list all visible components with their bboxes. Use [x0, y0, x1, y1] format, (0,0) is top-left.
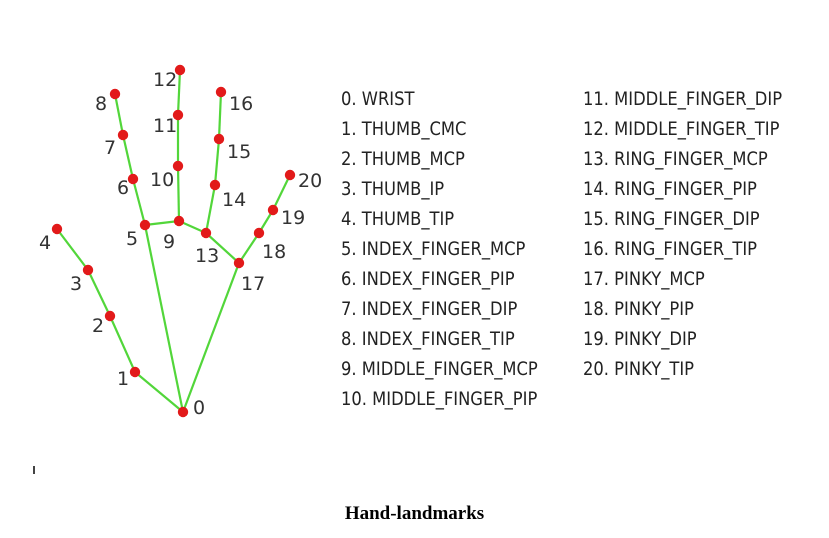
legend-item-20: 20. PINKY_TIP	[583, 358, 695, 380]
edge-17-18	[238, 232, 260, 264]
landmark-point-10	[172, 160, 184, 172]
landmark-point-15	[213, 133, 225, 145]
legend-item-3: 3. THUMB_IP	[341, 178, 445, 200]
edge-3-4	[56, 228, 89, 271]
edge-13-17	[205, 232, 240, 264]
legend-item-11: 11. MIDDLE_FINGER_DIP	[583, 88, 783, 110]
landmark-number-19: 19	[281, 207, 305, 229]
landmark-point-17	[233, 257, 245, 269]
edge-5-6	[131, 178, 147, 226]
skeleton-edges	[56, 69, 291, 413]
legend-item-6: 6. INDEX_FINGER_PIP	[341, 268, 515, 290]
edge-2-3	[87, 269, 111, 317]
edge-1-2	[108, 315, 137, 373]
landmark-point-0	[177, 406, 189, 418]
landmark-number-1: 1	[117, 368, 129, 390]
legend-item-16: 16. RING_FINGER_TIP	[583, 238, 758, 260]
landmark-number-8: 8	[95, 93, 107, 115]
landmark-number-5: 5	[126, 228, 138, 250]
landmark-point-19	[267, 204, 279, 216]
legend-item-2: 2. THUMB_MCP	[341, 148, 465, 170]
landmark-number-4: 4	[39, 232, 51, 254]
legend-item-8: 8. INDEX_FINGER_TIP	[341, 328, 515, 350]
landmark-number-20: 20	[298, 170, 322, 192]
landmark-point-4	[51, 223, 63, 235]
landmark-number-18: 18	[262, 241, 286, 263]
legend-item-4: 4. THUMB_TIP	[341, 208, 455, 230]
legend-item-17: 17. PINKY_MCP	[583, 268, 705, 290]
landmark-points	[51, 64, 296, 418]
legend-item-19: 19. PINKY_DIP	[583, 328, 697, 350]
landmark-number-7: 7	[104, 137, 116, 159]
edge-14-15	[213, 138, 221, 186]
landmark-number-13: 13	[195, 245, 219, 267]
stray-mark	[33, 466, 35, 474]
landmark-number-14: 14	[222, 189, 246, 211]
legend-item-10: 10. MIDDLE_FINGER_PIP	[341, 388, 538, 410]
landmark-number-9: 9	[163, 231, 175, 253]
landmark-point-12	[174, 64, 186, 76]
legend-item-12: 12. MIDDLE_FINGER_TIP	[583, 118, 780, 140]
legend-item-15: 15. RING_FINGER_DIP	[583, 208, 760, 230]
edge-0-17	[181, 262, 241, 413]
landmark-point-5	[139, 219, 151, 231]
landmark-number-12: 12	[153, 69, 177, 91]
edge-0-5	[143, 224, 185, 413]
edge-15-16	[217, 91, 223, 140]
landmark-point-20	[284, 169, 296, 181]
landmark-point-7	[117, 129, 129, 141]
landmark-point-11	[172, 109, 184, 121]
legend-item-1: 1. THUMB_CMC	[341, 118, 467, 140]
edge-6-7	[121, 134, 135, 180]
landmark-number-6: 6	[117, 177, 129, 199]
landmark-point-8	[109, 88, 121, 100]
landmark-legend-right: 11. MIDDLE_FINGER_DIP 12. MIDDLE_FINGER_T…	[583, 84, 782, 384]
landmark-number-3: 3	[70, 273, 82, 295]
legend-item-9: 9. MIDDLE_FINGER_MCP	[341, 358, 538, 380]
legend-item-18: 18. PINKY_PIP	[583, 298, 694, 320]
edge-0-1	[134, 371, 184, 413]
landmark-number-11: 11	[153, 115, 177, 137]
landmark-point-16	[215, 86, 227, 98]
edge-5-9	[144, 219, 180, 227]
landmark-point-14	[209, 179, 221, 191]
landmark-number-17: 17	[241, 273, 265, 295]
legend-item-0: 0. WRIST	[341, 88, 415, 110]
legend-item-5: 5. INDEX_FINGER_MCP	[341, 238, 526, 260]
landmark-point-13	[200, 227, 212, 239]
legend-item-14: 14. RING_FINGER_PIP	[583, 178, 757, 200]
edge-19-20	[272, 174, 291, 211]
figure-caption: Hand-landmarks	[344, 503, 485, 524]
landmark-point-2	[104, 310, 116, 322]
legend-item-13: 13. RING_FINGER_MCP	[583, 148, 768, 170]
edge-11-12	[176, 69, 182, 116]
landmark-point-3	[82, 264, 94, 276]
landmark-number-10: 10	[150, 169, 174, 191]
landmark-number-16: 16	[229, 93, 253, 115]
edge-9-10	[176, 165, 181, 222]
edge-7-8	[113, 93, 125, 136]
landmark-legend-left: 0. WRIST 1. THUMB_CMC 2. THUMB_MCP 3. THUMB…	[341, 84, 538, 414]
landmark-point-1	[129, 366, 141, 378]
landmark-point-9	[173, 215, 185, 227]
landmark-number-15: 15	[227, 141, 251, 163]
landmark-point-6	[127, 173, 139, 185]
edge-13-14	[204, 184, 217, 234]
legend-item-7: 7. INDEX_FINGER_DIP	[341, 298, 518, 320]
landmark-number-2: 2	[92, 315, 104, 337]
landmark-number-0: 0	[193, 397, 205, 419]
landmark-point-18	[253, 227, 265, 239]
